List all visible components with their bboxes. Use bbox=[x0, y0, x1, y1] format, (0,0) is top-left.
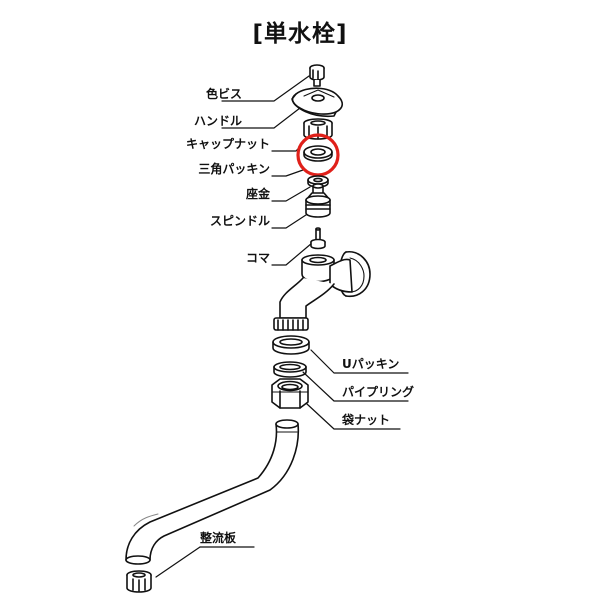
page-title: [単水栓] bbox=[252, 21, 348, 47]
faucet-body-part bbox=[273, 251, 371, 331]
color-screw-part bbox=[309, 64, 325, 87]
leader-spindle bbox=[271, 212, 310, 229]
leader-sankaku-packing bbox=[271, 169, 304, 177]
leader-koma bbox=[271, 242, 313, 266]
label-seiryuban: 整流板 bbox=[200, 531, 237, 545]
leader-zagane bbox=[271, 186, 311, 202]
label-u-packing: Uパッキン bbox=[342, 357, 400, 371]
spout-pipe-part bbox=[125, 419, 300, 565]
u-packing-part bbox=[272, 335, 310, 355]
spindle-part bbox=[305, 183, 331, 218]
leader-fukuro-nut bbox=[306, 403, 401, 430]
leader-iro-bisu bbox=[221, 75, 310, 102]
label-cap-nut: キャップナット bbox=[185, 137, 270, 151]
leader-u-packing bbox=[310, 349, 409, 374]
label-pipe-ring: パイプリング bbox=[342, 385, 415, 399]
koma-part bbox=[310, 227, 326, 250]
label-fukuro-nut: 袋ナット bbox=[342, 413, 391, 427]
handle-part bbox=[291, 87, 344, 118]
leader-lines-left bbox=[221, 75, 313, 266]
leader-lines-right bbox=[155, 349, 409, 578]
triangle-packing-part bbox=[303, 145, 333, 162]
pipe-ring-part bbox=[273, 361, 307, 378]
highlight-circle bbox=[296, 133, 340, 177]
bag-nut-part bbox=[271, 378, 309, 409]
label-iro-bisu: 色ビス bbox=[205, 87, 242, 101]
leader-seiryuban-tail bbox=[155, 546, 201, 578]
label-zagane: 座金 bbox=[245, 187, 270, 201]
flow-plate-part bbox=[126, 570, 152, 593]
label-koma: コマ bbox=[245, 251, 270, 265]
leader-handle bbox=[221, 107, 301, 129]
leader-pipe-ring bbox=[302, 371, 409, 402]
label-handle: ハンドル bbox=[193, 114, 242, 128]
label-spindle: スピンドル bbox=[209, 214, 270, 228]
label-sankaku-packing: 三角パッキン bbox=[198, 162, 270, 176]
